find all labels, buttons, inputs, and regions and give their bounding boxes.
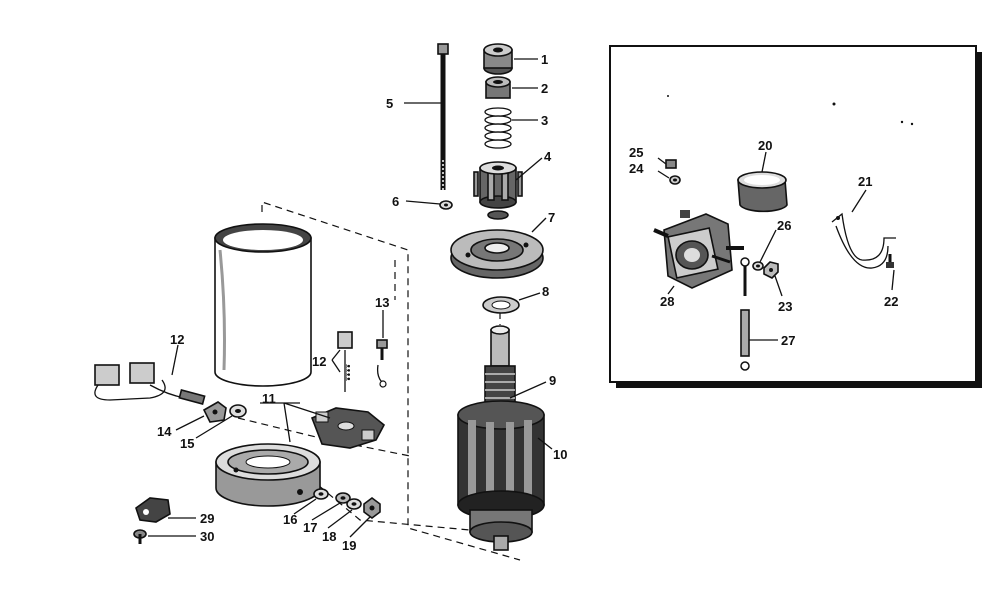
callout-11: 11 (262, 391, 276, 406)
part-12-brush-set-left (94, 362, 206, 405)
part-8-thrust-washer (482, 296, 520, 314)
part-26-lock-washer (752, 261, 764, 271)
callout-14: 14 (157, 424, 172, 439)
part-17-lock-washer (335, 492, 351, 504)
callout-23: 23 (778, 299, 792, 314)
inset-frame (609, 45, 977, 383)
part-30-screw (133, 529, 147, 544)
part-12-brush-right: ᴥᴥᴥᴥ (337, 331, 353, 392)
inset-panel (609, 45, 982, 388)
callout-1: 1 (541, 52, 548, 67)
callout-28: 28 (660, 294, 674, 309)
callout-labels: 1 2 3 4 5 6 7 8 9 10 11 12 12 13 14 15 1… (157, 52, 898, 553)
part-20-boot (737, 171, 788, 213)
part-29-clamp (135, 497, 171, 523)
callout-24: 24 (629, 161, 644, 176)
callout-5: 5 (386, 96, 393, 111)
part-19-nut (363, 497, 381, 519)
callout-22: 22 (884, 294, 898, 309)
part-6-lock-washer (439, 200, 453, 210)
callout-15: 15 (180, 436, 194, 451)
part-15-washer (229, 404, 247, 418)
callout-3: 3 (541, 113, 548, 128)
callout-25: 25 (629, 145, 643, 160)
part-27-cable (740, 257, 750, 371)
callout-13: 13 (375, 295, 389, 310)
motor-frame-housing (214, 223, 312, 387)
callout-19: 19 (342, 538, 356, 553)
callout-12-left: 12 (170, 332, 184, 347)
callout-leaders (148, 58, 895, 538)
svg-text:ᴥᴥᴥᴥ: ᴥᴥᴥᴥ (344, 364, 351, 382)
callout-9: 9 (549, 373, 556, 388)
callout-10: 10 (553, 447, 567, 462)
part-10-armature-core (457, 400, 545, 551)
part-28-solenoid (653, 210, 744, 289)
part-22-screw (886, 254, 894, 268)
scan-specks (667, 95, 914, 126)
part-5-through-bolt (437, 43, 449, 190)
part-9-armature-shaft (484, 325, 516, 407)
part-18-washer (346, 498, 362, 510)
callout-2: 2 (541, 81, 548, 96)
callout-17: 17 (303, 520, 317, 535)
callout-27: 27 (781, 333, 795, 348)
callout-26: 26 (777, 218, 791, 233)
part-1-nut (483, 43, 513, 75)
callout-16: 16 (283, 512, 297, 527)
part-2-spacer (485, 76, 511, 99)
callout-12-right: 12 (312, 354, 326, 369)
callout-7: 7 (548, 210, 555, 225)
part-23-nut (763, 261, 779, 279)
callout-18: 18 (322, 529, 336, 544)
part-25-nut (665, 159, 677, 169)
callout-8: 8 (542, 284, 549, 299)
part-11-brush-plate (310, 407, 386, 449)
part-14-terminal (202, 401, 227, 423)
part-16-washer (313, 488, 329, 500)
part-11-commutator-end-cap (215, 443, 321, 507)
callout-21: 21 (858, 174, 872, 189)
part-24-lock-washer (669, 175, 681, 185)
callout-29: 29 (200, 511, 214, 526)
part-4-pinion-gear (473, 161, 523, 220)
callout-20: 20 (758, 138, 772, 153)
part-7-drive-end-cap (450, 229, 544, 279)
callout-6: 6 (392, 194, 399, 209)
callout-4: 4 (544, 149, 552, 164)
callout-30: 30 (200, 529, 214, 544)
part-21-mounting-bracket (831, 212, 896, 269)
part-3-spring (484, 107, 512, 149)
part-13-screw (376, 339, 388, 388)
